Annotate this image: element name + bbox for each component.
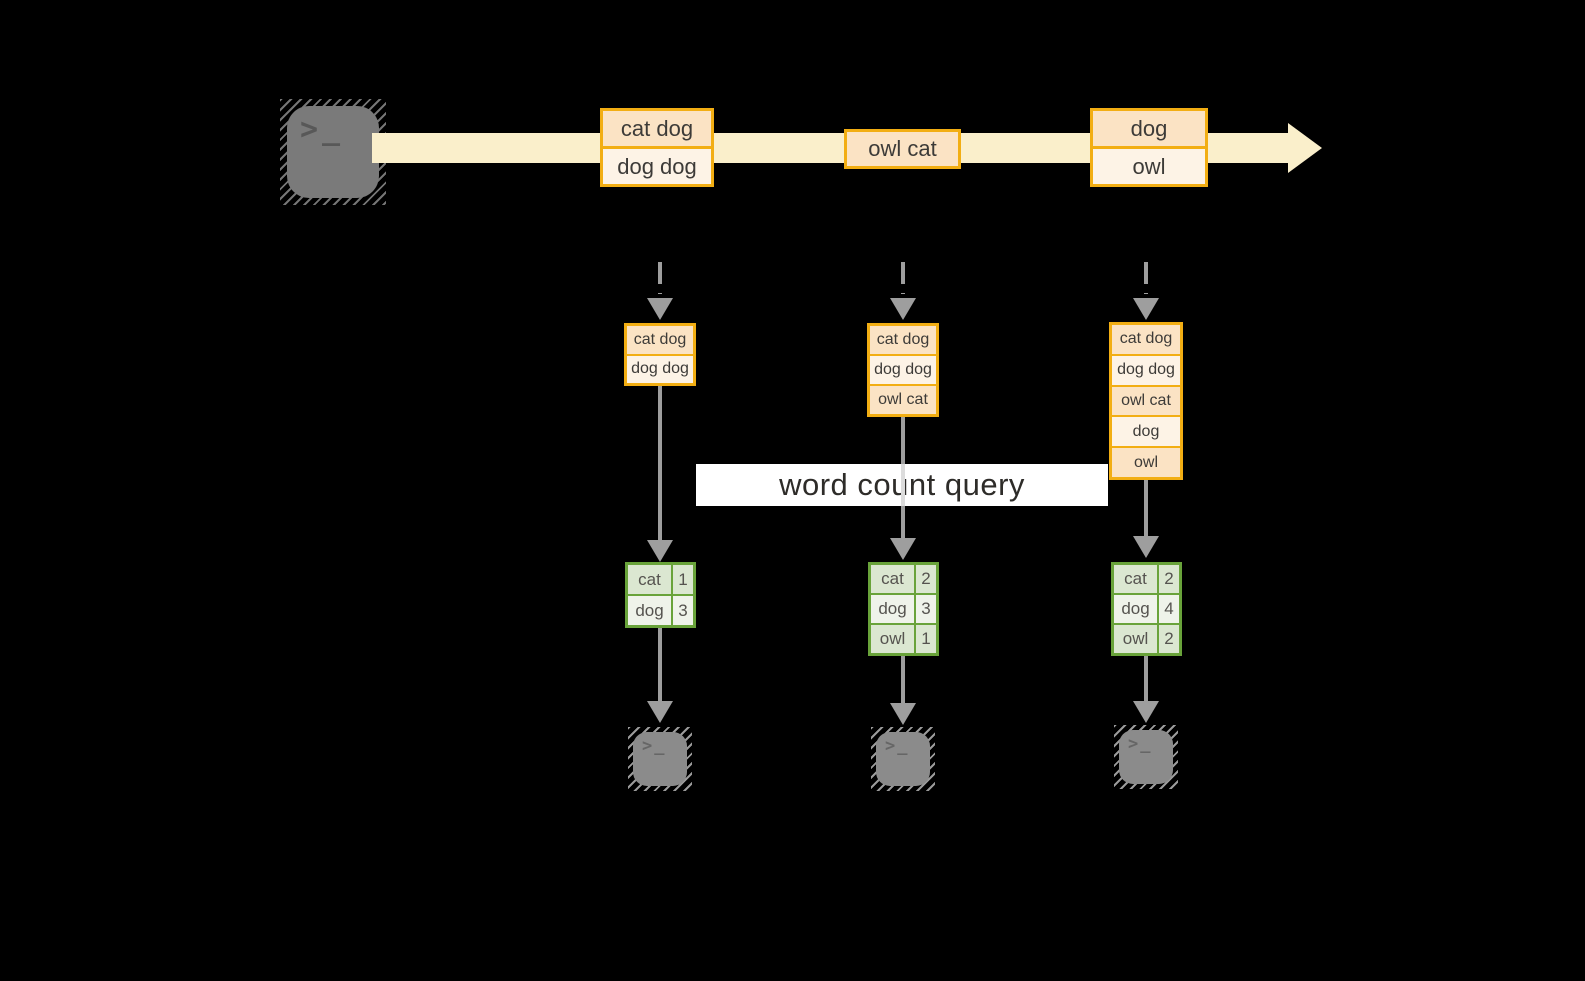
word-cell: dog: [871, 595, 916, 623]
word-cell: owl: [871, 625, 916, 653]
batch-row: owl: [1093, 146, 1205, 184]
table-row: owl 2: [1114, 623, 1179, 653]
count-cell: 1: [916, 625, 936, 653]
table-row: cat 1: [628, 565, 693, 594]
table-row: cat 2: [871, 565, 936, 593]
word-cell: dog: [628, 596, 673, 625]
count-cell: 3: [916, 595, 936, 623]
batch-row: cat dog: [603, 111, 711, 146]
count-cell: 3: [673, 596, 693, 625]
terminal-prompt: >_: [1128, 734, 1153, 754]
state-row: owl cat: [1112, 384, 1180, 416]
state-row: cat dog: [1112, 325, 1180, 354]
table-row: owl 1: [871, 623, 936, 653]
state-row: dog dog: [1112, 353, 1180, 385]
state-row: cat dog: [870, 326, 936, 354]
count-cell: 2: [916, 565, 936, 593]
terminal-prompt: >_: [885, 736, 910, 756]
flow-arrow-table-to-sink-col2: [890, 656, 916, 725]
flow-arrow-state-to-table-col1: [647, 386, 673, 562]
terminal-icon-body: >_: [1119, 730, 1173, 784]
stream-arrow-head: [1288, 123, 1322, 173]
dashed-arrow-col1: [647, 262, 673, 320]
batch-row: owl cat: [847, 132, 958, 166]
table-row: dog 3: [628, 594, 693, 625]
word-cell: cat: [871, 565, 916, 593]
state-row: dog dog: [627, 353, 693, 383]
dashed-arrow-col2: [890, 262, 916, 320]
state-row: dog dog: [870, 354, 936, 384]
stream-batch-2: owl cat: [844, 129, 961, 169]
table-row: dog 4: [1114, 593, 1179, 623]
batch-row: dog: [1093, 111, 1205, 146]
count-table-col3: cat 2 dog 4 owl 2: [1111, 562, 1182, 656]
terminal-prompt: >_: [300, 112, 345, 147]
sink-terminal-icon-col3: >_: [1114, 725, 1178, 789]
terminal-icon-body: >_: [633, 732, 687, 786]
word-cell: owl: [1114, 625, 1159, 653]
arrow-trace: [901, 464, 905, 506]
sink-terminal-icon-col2: >_: [871, 727, 935, 791]
stream-batch-1: cat dog dog dog: [600, 108, 714, 187]
sink-terminal-icon-col1: >_: [628, 727, 692, 791]
flow-arrow-table-to-sink-col3: [1133, 656, 1159, 723]
word-cell: cat: [628, 565, 673, 594]
state-row: cat dog: [627, 326, 693, 354]
state-row: owl: [1112, 446, 1180, 477]
flow-arrow-state-to-table-col3: [1133, 480, 1159, 558]
dashed-arrow-col3: [1133, 262, 1159, 320]
query-banner: word count query: [696, 464, 1108, 506]
count-cell: 2: [1159, 625, 1179, 653]
stream-batch-3: dog owl: [1090, 108, 1208, 187]
state-row: dog: [1112, 415, 1180, 447]
word-cell: dog: [1114, 595, 1159, 623]
flow-arrow-table-to-sink-col1: [647, 628, 673, 723]
count-table-col1: cat 1 dog 3: [625, 562, 696, 628]
table-row: dog 3: [871, 593, 936, 623]
source-terminal-icon: >_: [280, 99, 386, 205]
batch-row: dog dog: [603, 146, 711, 184]
state-box-col1: cat dog dog dog: [624, 323, 696, 386]
state-row: owl cat: [870, 384, 936, 414]
table-row: cat 2: [1114, 565, 1179, 593]
terminal-icon-body: >_: [287, 106, 379, 198]
count-cell: 1: [673, 565, 693, 594]
terminal-icon-body: >_: [876, 732, 930, 786]
state-box-col3: cat dog dog dog owl cat dog owl: [1109, 322, 1183, 480]
terminal-prompt: >_: [642, 736, 667, 756]
word-cell: cat: [1114, 565, 1159, 593]
count-table-col2: cat 2 dog 3 owl 1: [868, 562, 939, 656]
state-box-col2: cat dog dog dog owl cat: [867, 323, 939, 417]
count-cell: 4: [1159, 595, 1179, 623]
count-cell: 2: [1159, 565, 1179, 593]
